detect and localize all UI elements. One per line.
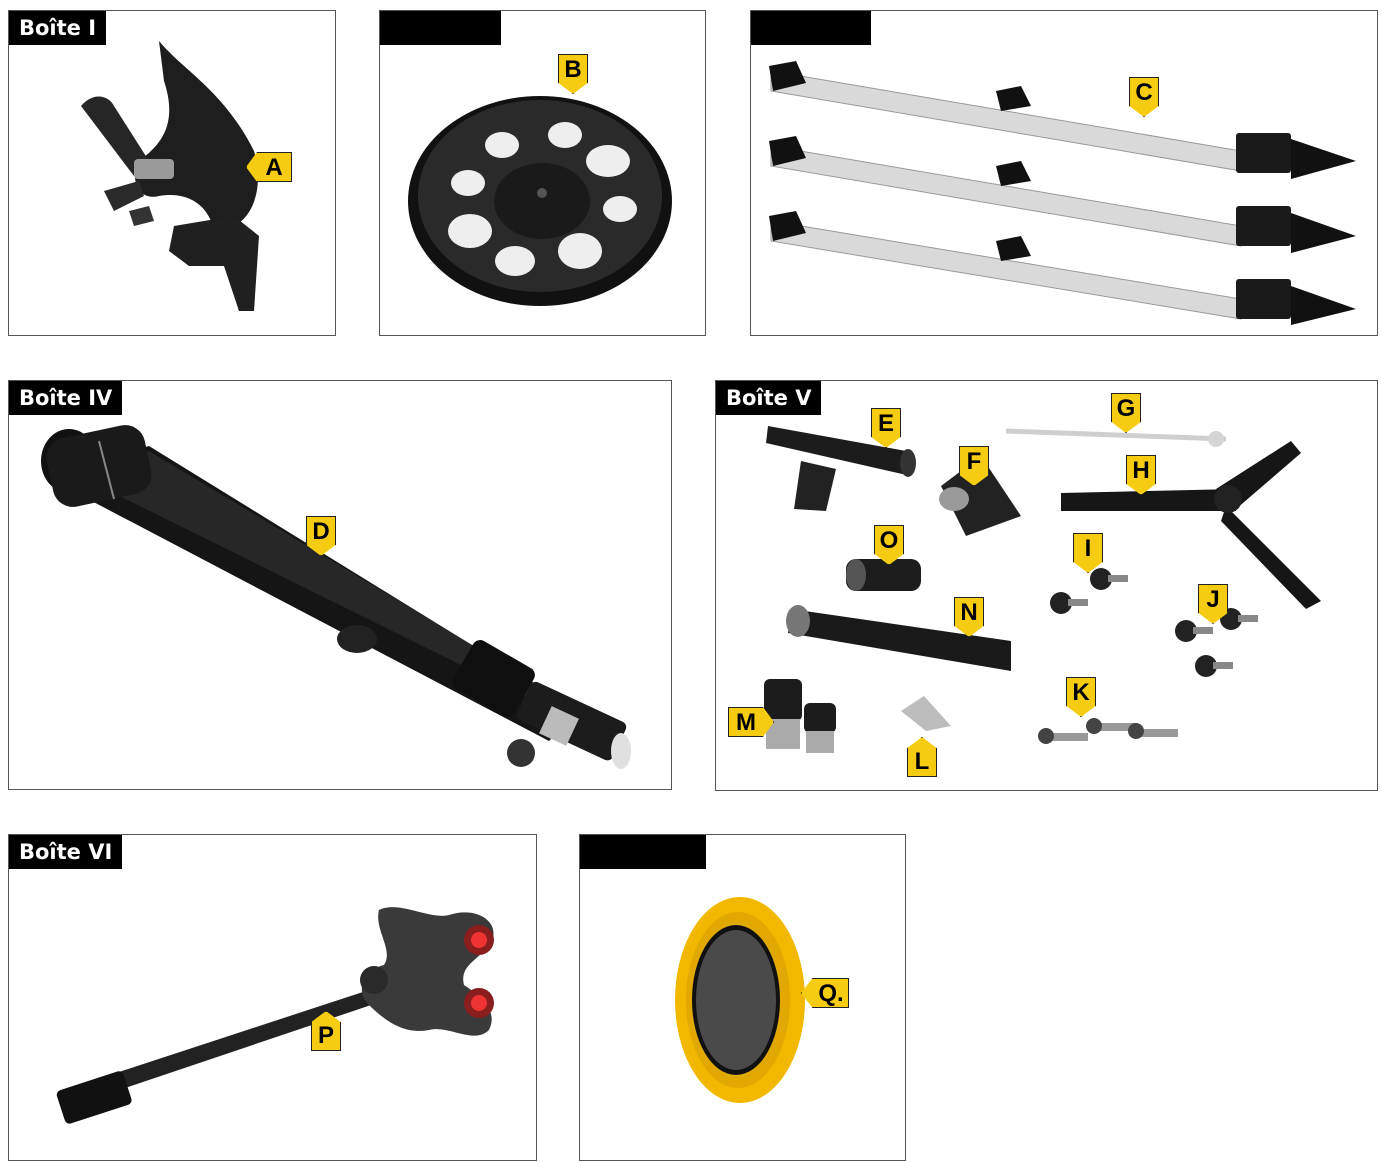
box-1: A Boîte I [8, 10, 336, 336]
box-6-label: Boîte VI [9, 835, 123, 869]
mount-fork-image [81, 41, 259, 311]
box-5: E F G H O I J N K L M Boîte V [715, 380, 1378, 791]
telescope-tube-image [41, 425, 631, 769]
box-2-label [380, 11, 501, 45]
box-6: P Boîte VI [8, 834, 537, 1161]
box-7-label [580, 835, 706, 869]
solar-filter-image [675, 897, 805, 1103]
accessory-tray-image [408, 96, 672, 306]
callout-a: A [246, 152, 292, 182]
box-5-label: Boîte V [716, 381, 822, 415]
callout-p: P [311, 1011, 341, 1051]
callout-j: J [1198, 584, 1228, 624]
box-7: Q. [579, 834, 906, 1161]
callout-m: M [728, 707, 774, 737]
callout-q: Q. [801, 978, 849, 1008]
smartphone-adapter-image [56, 907, 494, 1124]
box-1-label: Boîte I [9, 11, 107, 45]
box-3: C [750, 10, 1378, 336]
box-3-label [751, 11, 871, 45]
tripod-legs-image [769, 61, 1356, 325]
box-2: B [379, 10, 706, 336]
box-4: D Boîte IV [8, 380, 672, 790]
box-4-label: Boîte IV [9, 381, 123, 415]
accessories-image [764, 426, 1321, 753]
